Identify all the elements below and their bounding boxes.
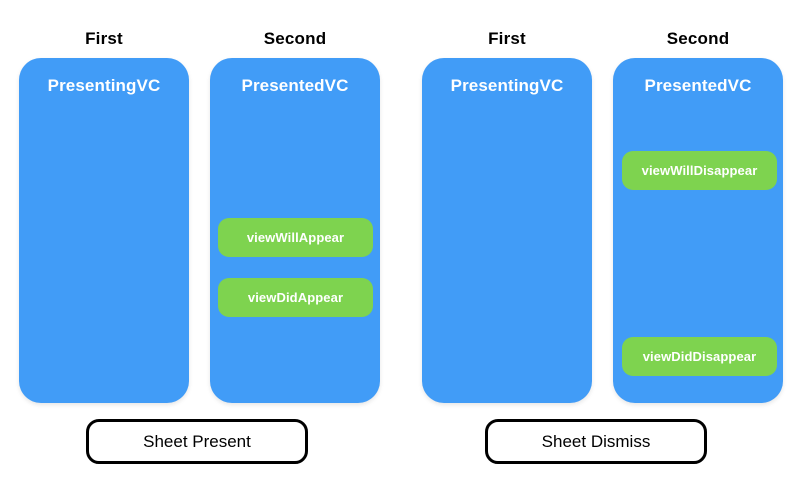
lifecycle-pill-view-will-appear: viewWillAppear [218, 218, 373, 257]
vc-card-title: PresentingVC [450, 76, 564, 95]
sheet-present-button[interactable]: Sheet Present [86, 419, 308, 464]
vc-card-presenting-present: PresentingVC [19, 58, 189, 403]
column-header-second-present: Second [263, 29, 327, 48]
vc-card-title: PresentedVC [241, 76, 349, 95]
lifecycle-pill-view-will-disappear: viewWillDisappear [622, 151, 777, 190]
column-header-first-present: First [85, 29, 123, 48]
vc-card-presenting-dismiss: PresentingVC [422, 58, 592, 403]
lifecycle-pill-view-did-appear: viewDidAppear [218, 278, 373, 317]
lifecycle-pill-view-did-disappear: viewDidDisappear [622, 337, 777, 376]
column-header-second-dismiss: Second [666, 29, 730, 48]
vc-card-title: PresentedVC [644, 76, 752, 95]
sheet-dismiss-button[interactable]: Sheet Dismiss [485, 419, 707, 464]
column-header-first-dismiss: First [488, 29, 526, 48]
vc-card-title: PresentingVC [47, 76, 161, 95]
